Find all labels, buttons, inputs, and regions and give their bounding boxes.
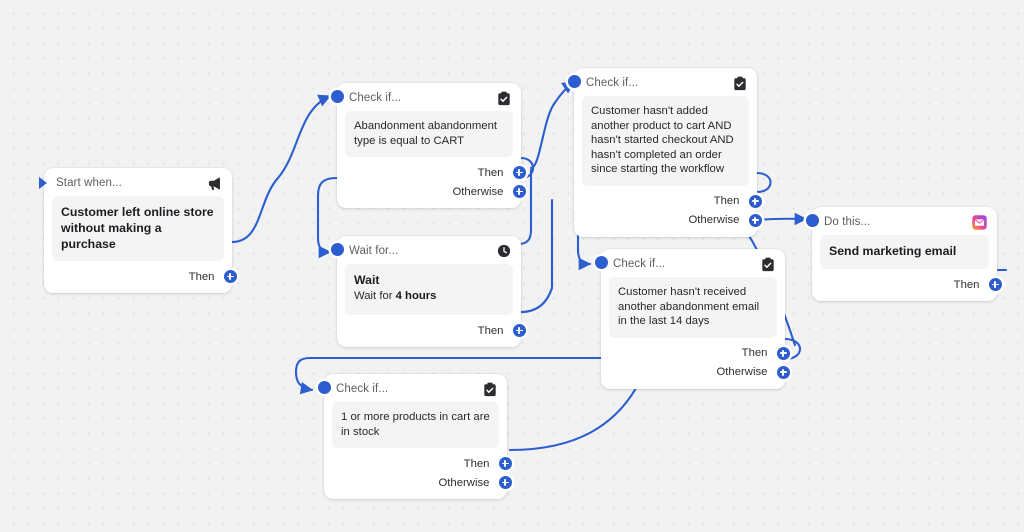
node-body: Customer hasn't received another abandon…	[609, 277, 777, 338]
node-header-title: Check if...	[336, 383, 389, 395]
node-input-handle[interactable]	[594, 255, 608, 269]
port-label: Then	[477, 166, 504, 179]
node-ports: Then Otherwise	[574, 190, 762, 237]
node-header: Check if...	[574, 68, 757, 94]
port-then[interactable]: Then	[345, 321, 526, 340]
node-ports: Then	[812, 273, 1002, 301]
port-then[interactable]: Then	[345, 163, 526, 182]
port-otherwise[interactable]: Otherwise	[345, 182, 526, 201]
node-input-handle[interactable]	[330, 242, 344, 256]
megaphone-icon	[208, 176, 220, 190]
node-header: Check if...	[324, 374, 507, 400]
node-action-send-email[interactable]: Do this... Send marketing email Then	[805, 207, 1002, 301]
condition-expression: 1 or more products in cart are in stock	[341, 411, 490, 438]
node-header: Do this...	[812, 207, 997, 233]
port-then[interactable]: Then	[332, 454, 512, 473]
node-header: Check if...	[337, 83, 521, 109]
node-input-handle[interactable]	[567, 74, 581, 88]
add-step-button[interactable]	[776, 346, 790, 360]
port-label: Then	[713, 195, 740, 207]
node-condition-in-stock[interactable]: Check if... 1 or more products in cart a…	[317, 374, 512, 499]
node-header-title: Wait for...	[349, 245, 399, 257]
node-input-handle[interactable]	[317, 380, 331, 394]
add-step-button[interactable]	[748, 194, 762, 208]
node-header-title: Check if...	[349, 92, 402, 104]
node-input-handle[interactable]	[330, 89, 344, 103]
port-then[interactable]: Then	[820, 275, 1002, 294]
add-step-button[interactable]	[498, 476, 512, 489]
node-body: Wait Wait for 4 hours	[345, 264, 513, 315]
port-label: Then	[741, 347, 768, 359]
edge-trigger-to-condition1	[230, 94, 332, 244]
add-step-button[interactable]	[512, 324, 526, 337]
node-ports: Then Otherwise	[337, 161, 526, 208]
port-label: Then	[477, 324, 504, 337]
clock-icon	[497, 244, 511, 258]
action-description: Send marketing email	[829, 244, 957, 258]
port-label: Otherwise	[716, 366, 768, 378]
add-step-button[interactable]	[748, 213, 762, 227]
condition-expression: Customer hasn't received another abandon…	[618, 286, 760, 327]
clipboard-check-icon	[484, 382, 496, 396]
condition-expression: Abandonment abandonment type is equal to…	[354, 120, 498, 147]
node-condition-no-activity[interactable]: Check if... Customer hasn't added anothe…	[567, 68, 762, 237]
trigger-description: Customer left online store without makin…	[61, 205, 214, 251]
node-ports: Then Otherwise	[601, 342, 790, 389]
add-step-button[interactable]	[223, 270, 237, 283]
node-header-title: Check if...	[586, 77, 639, 89]
port-then[interactable]: Then	[582, 192, 762, 211]
node-condition-abandonment-type[interactable]: Check if... Abandonment abandonment type…	[330, 83, 526, 208]
edge-wait-to-up	[519, 198, 554, 314]
port-label: Then	[953, 278, 980, 291]
edge-condition1-otherwise-to-wait	[316, 176, 339, 259]
port-then[interactable]: Then	[52, 267, 237, 286]
node-header-title: Do this...	[824, 216, 871, 228]
node-header: Start when...	[44, 168, 232, 194]
port-otherwise[interactable]: Otherwise	[609, 363, 790, 382]
port-otherwise[interactable]: Otherwise	[332, 473, 512, 492]
edge-condition2-loop	[755, 171, 772, 194]
node-header: Wait for...	[337, 236, 521, 262]
wait-duration-prefix: Wait for	[354, 290, 396, 302]
port-label: Otherwise	[452, 185, 504, 198]
port-label: Then	[188, 270, 215, 283]
add-step-button[interactable]	[498, 457, 512, 470]
node-condition-no-recent-email[interactable]: Check if... Customer hasn't received ano…	[594, 249, 790, 389]
port-label: Otherwise	[688, 214, 740, 226]
node-ports: Then	[337, 319, 526, 347]
clipboard-check-icon	[762, 257, 774, 271]
port-otherwise[interactable]: Otherwise	[582, 211, 762, 230]
condition-expression: Customer hasn't added another product to…	[591, 105, 734, 175]
clipboard-check-icon	[498, 91, 510, 105]
edge-condition1-to-condition2	[529, 80, 576, 170]
node-ports: Then Otherwise	[324, 452, 512, 499]
node-header-title: Start when...	[56, 177, 122, 189]
node-body: 1 or more products in cart are in stock	[332, 402, 499, 448]
email-app-icon	[972, 214, 987, 230]
clipboard-check-icon	[734, 76, 746, 90]
node-wait-4-hours[interactable]: Wait for... Wait Wait for 4 hours Then	[330, 236, 526, 347]
node-body: Abandonment abandonment type is equal to…	[345, 111, 513, 157]
node-body: Customer hasn't added another product to…	[582, 96, 749, 186]
add-step-button[interactable]	[512, 185, 526, 198]
wait-duration: Wait for 4 hours	[354, 289, 504, 304]
node-body: Customer left online store without makin…	[52, 196, 224, 261]
node-input-handle[interactable]	[805, 213, 819, 227]
node-header: Check if...	[601, 249, 785, 275]
port-label: Otherwise	[438, 476, 490, 489]
node-trigger[interactable]: Start when... Customer left online store…	[39, 168, 237, 293]
wait-title: Wait	[354, 273, 380, 287]
wait-duration-value: 4 hours	[395, 290, 437, 302]
add-step-button[interactable]	[512, 166, 526, 179]
node-body: Send marketing email	[820, 235, 989, 269]
add-step-button[interactable]	[988, 278, 1002, 291]
port-label: Then	[463, 457, 490, 470]
node-header-title: Check if...	[613, 258, 666, 270]
add-step-button[interactable]	[776, 365, 790, 379]
node-ports: Then	[44, 265, 237, 293]
trigger-input-marker	[39, 177, 47, 189]
port-then[interactable]: Then	[609, 344, 790, 363]
